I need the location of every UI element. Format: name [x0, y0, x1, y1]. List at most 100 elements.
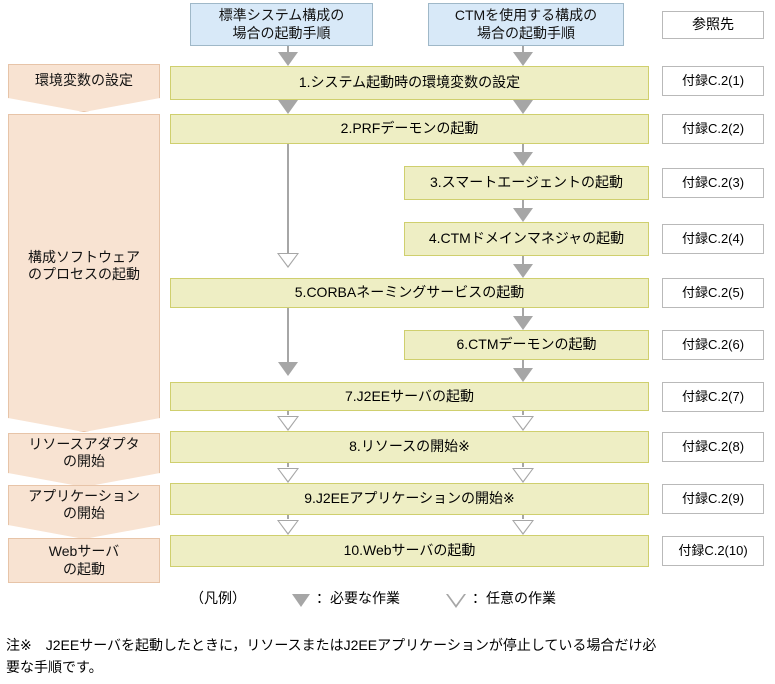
phase-box-software-line2: のプロセスの起動 [28, 266, 140, 282]
reference-step-2[interactable]: 付録C.2(2) [662, 114, 764, 144]
process-step-8[interactable]: 8.リソースの開始※ [170, 431, 649, 463]
reference-step-9[interactable]: 付録C.2(9) [662, 484, 764, 514]
connector-stem [522, 144, 524, 152]
arrow-head-solid-icon [513, 316, 533, 330]
phase-box-resource-adapter-line1: リソースアダプタ [28, 435, 140, 452]
process-step-9[interactable]: 9.J2EEアプリケーションの開始※ [170, 483, 649, 515]
process-step-7[interactable]: 7.J2EEサーバの起動 [170, 382, 649, 411]
process-step-5-label: 5.CORBAネーミングサービスの起動 [294, 284, 525, 301]
connector-stem [287, 144, 289, 254]
phase-box-software-line1: 構成ソフトウェア [28, 248, 140, 265]
process-step-8-label: 8.リソースの開始※ [349, 438, 470, 455]
connector-ctm-step4-to-step5 [513, 256, 533, 278]
connector-ctm-step7-to-step8 [512, 411, 534, 431]
connector-ctm-header-to-step1 [513, 46, 533, 66]
arrow-head-solid-icon [278, 52, 298, 66]
column-header-ctm-line1: CTMを使用する構成の [454, 7, 598, 23]
arrow-head-solid-icon [513, 152, 533, 166]
arrow-head-hollow-inner [514, 417, 532, 429]
reference-step-1[interactable]: 付録C.2(1) [662, 66, 764, 96]
connector-stem [522, 411, 524, 415]
phase-box-resource-adapter-line2: の開始 [63, 453, 105, 469]
connector-stem [522, 463, 524, 467]
process-step-6[interactable]: 6.CTMデーモンの起動 [404, 330, 649, 360]
legend-optional-icon-inner [448, 593, 464, 605]
connector-ctm-step2-to-step3 [513, 144, 533, 166]
connector-stem [287, 411, 289, 415]
legend-title: （凡例） [190, 590, 246, 606]
arrow-head-solid-icon [513, 368, 533, 382]
connector-stem [287, 515, 289, 519]
column-header-standard-line2: 場合の起動手順 [232, 24, 331, 41]
process-step-1[interactable]: 1.システム起動時の環境変数の設定 [170, 66, 649, 100]
reference-step-8[interactable]: 付録C.2(8) [662, 432, 764, 462]
connector-ctm-step6-to-step7 [513, 360, 533, 382]
arrow-head-hollow-inner [279, 254, 297, 266]
connector-standard-step2-to-step5 [277, 144, 299, 268]
legend: （凡例） ：必要な作業 ：任意の作業 [190, 588, 556, 608]
arrow-head-solid-icon [278, 100, 298, 114]
footnote: 注※ J2EEサーバを起動したときに，リソースまたはJ2EEアプリケーションが停… [6, 635, 772, 678]
connector-standard-step8-to-step9 [277, 463, 299, 483]
connector-ctm-step8-to-step9 [512, 463, 534, 483]
reference-step-4[interactable]: 付録C.2(4) [662, 224, 764, 254]
process-step-3[interactable]: 3.スマートエージェントの起動 [404, 166, 649, 200]
arrow-head-solid-icon [513, 100, 533, 114]
arrow-head-solid-icon [513, 264, 533, 278]
connector-stem [522, 360, 524, 368]
process-step-10[interactable]: 10.Webサーバの起動 [170, 535, 649, 567]
connector-stem [287, 46, 289, 52]
connector-ctm-step9-to-step10 [512, 515, 534, 535]
phase-box-resource-adapter: リソースアダプタ の開始 [8, 433, 160, 487]
legend-required-label: ：必要な作業 [316, 590, 400, 606]
legend-optional-icon [446, 593, 466, 609]
process-step-7-label: 7.J2EEサーバの起動 [345, 387, 474, 404]
process-step-4-label: 4.CTMドメインマネジャの起動 [428, 230, 625, 247]
footnote-line-1: 注※ J2EEサーバを起動したときに，リソースまたはJ2EEアプリケーションが停… [6, 637, 657, 653]
process-step-6-label: 6.CTMデーモンの起動 [456, 336, 597, 353]
column-header-ctm: CTMを使用する構成の 場合の起動手順 [428, 3, 624, 46]
legend-required-icon [292, 593, 310, 607]
process-step-4[interactable]: 4.CTMドメインマネジャの起動 [404, 222, 649, 256]
phase-box-application-line1: アプリケーション [28, 487, 140, 504]
reference-step-10[interactable]: 付録C.2(10) [662, 536, 764, 566]
arrow-head-solid-icon [278, 362, 298, 376]
process-step-10-label: 10.Webサーバの起動 [343, 542, 476, 559]
connector-standard-step1-to-step2 [278, 100, 298, 114]
connector-ctm-step1-to-step2 [513, 100, 533, 114]
arrow-head-solid-icon [513, 208, 533, 222]
connector-standard-step7-to-step8 [277, 411, 299, 431]
arrow-head-hollow-inner [514, 521, 532, 533]
phase-box-web-server-line1: Webサーバ [48, 543, 120, 559]
arrow-head-hollow-inner [514, 469, 532, 481]
connector-stem [522, 256, 524, 264]
process-step-2-label: 2.PRFデーモンの起動 [340, 120, 479, 137]
phase-box-software-text: 構成ソフトウェア のプロセスの起動 [8, 114, 160, 418]
reference-step-5[interactable]: 付録C.2(5) [662, 278, 764, 308]
footnote-line-2: 要な手順です。 [6, 658, 103, 675]
connector-stem [522, 515, 524, 519]
connector-standard-step9-to-step10 [277, 515, 299, 535]
process-step-2[interactable]: 2.PRFデーモンの起動 [170, 114, 649, 144]
arrow-head-hollow-inner [279, 417, 297, 429]
reference-step-6[interactable]: 付録C.2(6) [662, 330, 764, 360]
arrow-head-hollow-inner [279, 469, 297, 481]
column-header-ctm-line2: 場合の起動手順 [477, 24, 575, 41]
reference-step-7[interactable]: 付録C.2(7) [662, 382, 764, 412]
phase-box-application: アプリケーション の開始 [8, 485, 160, 539]
phase-box-env-text: 環境変数の設定 [8, 64, 160, 98]
phase-box-application-line2: の開始 [63, 505, 105, 521]
phase-box-web-server: Webサーバ の起動 [8, 538, 160, 583]
connector-stem [287, 308, 289, 362]
phase-box-resource-adapter-text: リソースアダプタ の開始 [8, 433, 160, 473]
process-step-5[interactable]: 5.CORBAネーミングサービスの起動 [170, 278, 649, 308]
phase-box-software-shape [8, 114, 160, 432]
connector-ctm-step3-to-step4 [513, 200, 533, 222]
phase-box-application-text: アプリケーション の開始 [8, 485, 160, 525]
connector-standard-step5-to-step7 [278, 308, 298, 376]
arrow-head-hollow-inner [279, 521, 297, 533]
connector-stem [522, 200, 524, 208]
reference-step-3[interactable]: 付録C.2(3) [662, 168, 764, 198]
arrow-head-solid-icon [513, 52, 533, 66]
